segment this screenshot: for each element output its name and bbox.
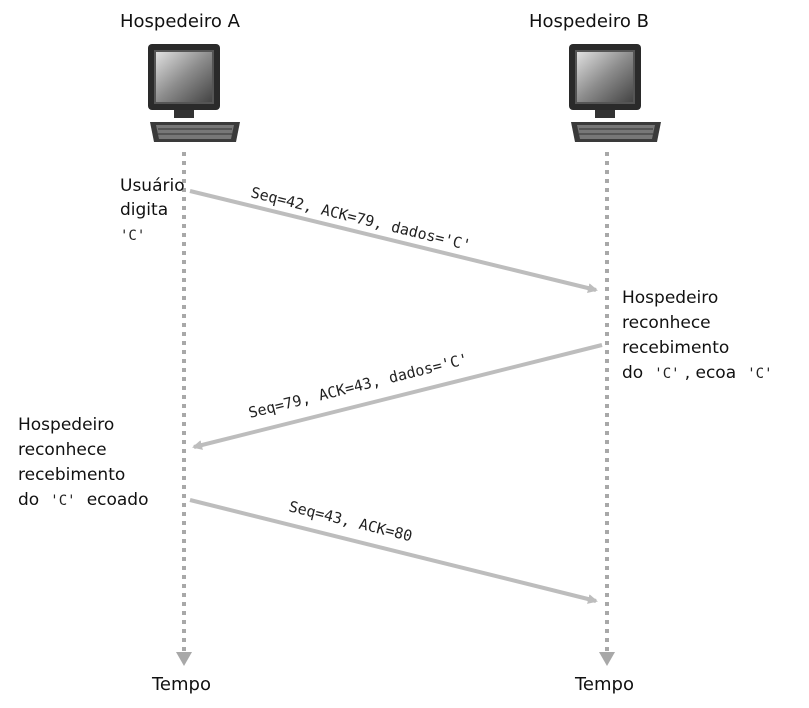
svg-text:Hospedeiro: Hospedeiro bbox=[622, 288, 718, 308]
svg-text:recebimento: recebimento bbox=[622, 338, 729, 358]
message-2: Seq=79, ACK=43, dados='C' bbox=[192, 343, 603, 450]
svg-text:Hospedeiro: Hospedeiro bbox=[18, 415, 114, 435]
timeline-b bbox=[599, 152, 615, 666]
timeline-a bbox=[176, 152, 192, 666]
host-b-title: Hospedeiro B bbox=[529, 11, 649, 32]
time-label-a: Tempo bbox=[151, 674, 211, 695]
message-3: Seq=43, ACK=80 bbox=[189, 497, 598, 604]
host-a-title: Hospedeiro A bbox=[120, 11, 241, 32]
note-host-b-ack: Hospedeiro reconhece recebimento do 'C' … bbox=[622, 288, 773, 383]
message-1-arrow bbox=[189, 189, 598, 293]
svg-text:'C': 'C' bbox=[120, 228, 145, 244]
svg-text:do 'C' , ecoa: do 'C' , ecoa 'C' bbox=[622, 363, 773, 383]
note-host-a-ack: Hospedeiro reconhece recebimento do 'C' … bbox=[18, 415, 149, 510]
svg-text:reconhece: reconhece bbox=[18, 440, 107, 460]
svg-text:Usuário: Usuário bbox=[120, 176, 185, 196]
message-3-arrow bbox=[189, 498, 598, 604]
svg-text:recebimento: recebimento bbox=[18, 465, 125, 485]
timeline-b-arrow-icon bbox=[599, 652, 615, 666]
time-label-b: Tempo bbox=[574, 674, 634, 695]
svg-text:reconhece: reconhece bbox=[622, 313, 711, 333]
message-1: Seq=42, ACK=79, dados='C' bbox=[189, 183, 598, 293]
timeline-a-arrow-icon bbox=[176, 652, 192, 666]
svg-text:do 'C' ecoado: do 'C' ecoado bbox=[18, 490, 149, 510]
computer-b-icon bbox=[569, 44, 661, 142]
computer-a-icon bbox=[148, 44, 240, 142]
note-user-types: Usuário digita 'C' bbox=[120, 176, 185, 244]
message-1-label: Seq=42, ACK=79, dados='C' bbox=[249, 183, 473, 254]
message-2-arrow bbox=[192, 343, 603, 450]
svg-text:digita: digita bbox=[120, 200, 168, 220]
